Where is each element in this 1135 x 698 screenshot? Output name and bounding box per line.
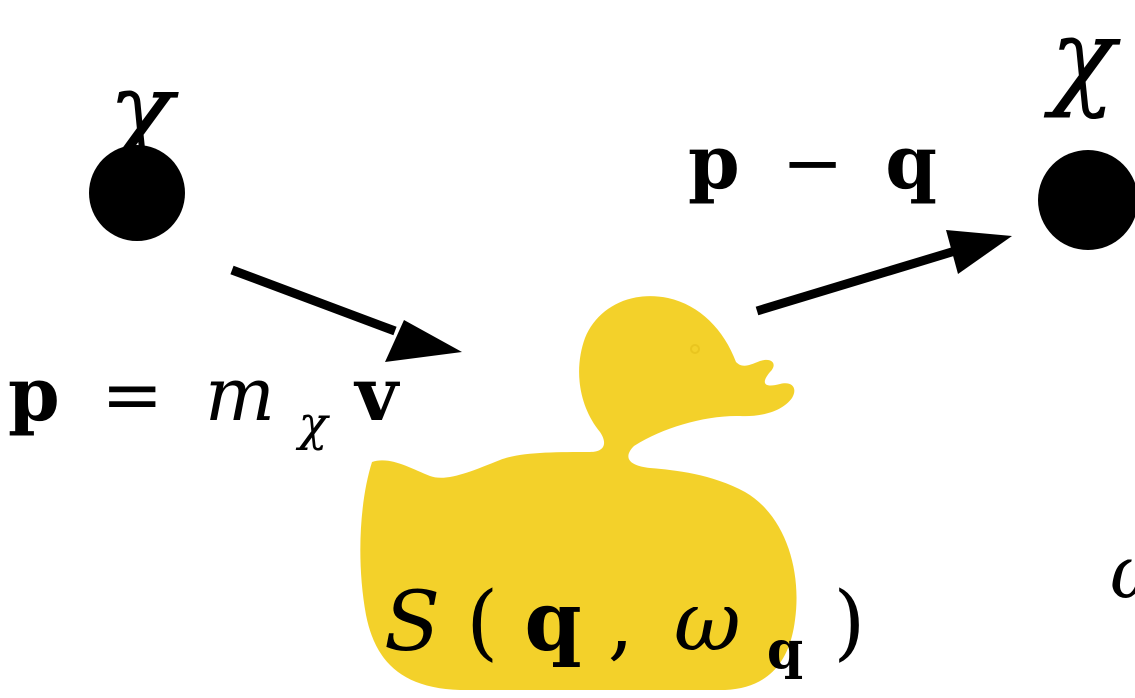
outgoing-momentum-q: q	[885, 120, 937, 206]
structure-factor-comma: ,	[608, 575, 634, 670]
structure-factor-open-paren: (	[466, 575, 498, 670]
outgoing-particle-dot	[1038, 150, 1135, 250]
structure-factor-omega: ω	[674, 575, 741, 670]
incoming-momentum-velocity: v	[353, 352, 400, 438]
incoming-momentum-mass-subscript: χ	[296, 396, 331, 452]
outgoing-particle-label: χ	[1043, 0, 1121, 121]
incoming-momentum-mass: m	[205, 352, 275, 438]
outgoing-momentum-arrow	[757, 230, 1012, 311]
incoming-momentum-equals: =	[101, 352, 163, 438]
structure-factor-s: S	[384, 575, 440, 670]
partial-omega-label: ω	[1110, 530, 1135, 616]
outgoing-momentum-minus: −	[782, 120, 844, 206]
outgoing-momentum-label: p − q	[688, 120, 937, 206]
structure-factor-close-paren: )	[833, 575, 865, 670]
outgoing-momentum-p: p	[688, 120, 740, 206]
structure-factor-omega-subscript: q	[767, 620, 803, 681]
structure-factor-q: q	[524, 574, 581, 670]
incoming-particle-dot	[89, 145, 185, 241]
incoming-momentum-label: p = m χ v	[8, 352, 400, 458]
duck-eye	[691, 345, 699, 353]
incoming-momentum-p: p	[8, 352, 60, 438]
incoming-momentum-arrow	[232, 270, 462, 362]
